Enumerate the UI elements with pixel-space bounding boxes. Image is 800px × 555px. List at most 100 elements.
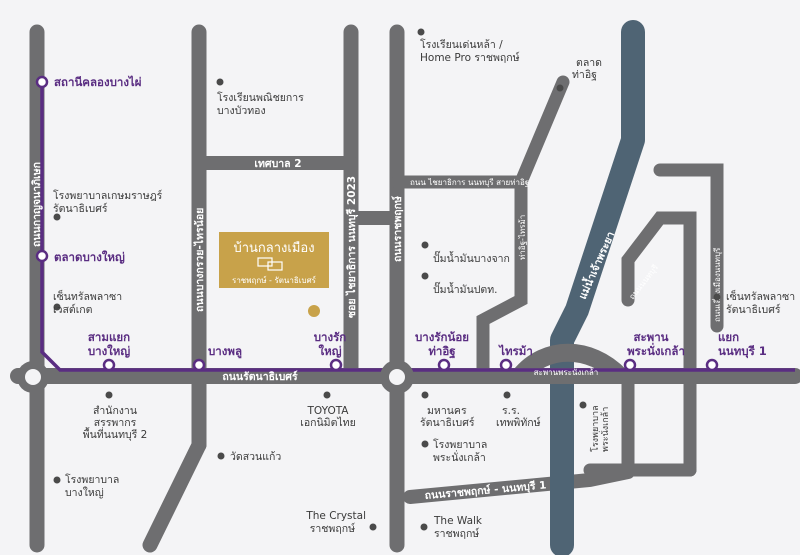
poi-kasem-1: โรงพยาบาลเกษมราษฎร์: [53, 189, 163, 202]
poi-dot-icon: [421, 391, 429, 399]
roundabout-west: [17, 361, 49, 393]
poi-dot-icon: [216, 78, 224, 86]
poi-central-ratta-1: เซ็นทรัลพลาซา: [726, 289, 795, 303]
poi-dot-icon: [556, 84, 564, 92]
poi-crystal-2: ราชพฤกษ์: [310, 522, 355, 535]
label-ratchaphruek: ถนนราชพฤกษ์: [391, 196, 404, 262]
label-kanchanaphisek: ถนนกาญจนาภิเษก: [31, 162, 43, 247]
label-bridge: สะพานพระนั่งเกล้า: [534, 366, 599, 377]
poi-pump-ptt: ปั๊มน้ำมันปตท.: [433, 281, 498, 296]
poi-dot-icon: [217, 452, 225, 460]
poi-hosp-phra-b-1: โรงพยาบาล: [433, 438, 487, 451]
project-marker: บ้านกลางเมือง ราชพฤกษ์ - รัตนาธิเบศร์: [219, 232, 329, 317]
station-bang-rak-yai-2: ใหญ่: [319, 344, 342, 358]
label-lang-mueang: ถนนเลี่ยงเมืองนนทบุรี: [711, 247, 722, 322]
poi-makro-2: รัตนาธิเบศร์: [420, 416, 475, 429]
poi-central-westgate-1: เซ็นทรัลพลาซา: [53, 289, 122, 303]
station-circle-icon: [499, 358, 513, 372]
stations: [35, 75, 719, 372]
poi-central-westgate-2: เวสต์เกต: [53, 303, 93, 316]
poi-crystal-1: The Crystal: [305, 510, 366, 522]
poi-hosp-bang-yai-2: บางใหญ่: [65, 486, 104, 499]
station-sai-ma: ไทรม้า: [497, 344, 533, 358]
poi-hosp-phra-2: พระนั่งเกล้า: [598, 407, 611, 452]
station-bang-rak-noi-1: บางรักน้อย: [415, 330, 469, 344]
poi-walk-1: The Walk: [433, 515, 483, 527]
label-soi-tha-it: ถนน ไชยาธิการ นนทบุรี สายท่าอิฐ: [410, 178, 529, 187]
road-diagonal-sw: [142, 437, 207, 553]
station-circle-icon: [623, 358, 637, 372]
poi-dot-icon: [421, 241, 429, 249]
station-khlong-bang-phai: สถานีคลองบางไผ่: [54, 75, 142, 89]
station-bang-rak-yai-1: บางรัก: [314, 330, 347, 344]
road-tha-it-diagonal: [514, 75, 570, 189]
poi-hosp-phra-b-2: พระนั่งเกล้า: [433, 450, 486, 464]
label-tha-it-sai-ma: ท่าอิฐ-ไทรม้า: [518, 215, 527, 260]
station-yaek-2: นนทบุรี 1: [718, 344, 767, 359]
poi-toyota-1: TOYOTA: [307, 405, 350, 417]
poi-revenue-2: สรรพากร: [94, 417, 137, 429]
poi-dot-icon: [421, 272, 429, 280]
poi-pump-bangchak: ปั๊มน้ำมันบางจาก: [433, 250, 510, 265]
station-saphan-1: สะพาน: [633, 330, 668, 344]
roads: [10, 24, 800, 553]
station-circle-icon: [35, 75, 49, 89]
project-logo-icon: [257, 257, 283, 271]
label-soi-2023: ซอย ไชยาธิการ นนทบุรี 2023: [345, 176, 359, 318]
station-bang-phlu: บางพลู: [208, 344, 242, 359]
station-circle-icon: [35, 249, 49, 263]
station-circle-icon: [102, 358, 116, 372]
poi-makro-1: มหานคร: [427, 405, 467, 417]
poi-dot-icon: [417, 28, 425, 36]
chao-phraya-river: [550, 20, 645, 555]
poi-hosp-bang-yai-1: โรงพยาบาล: [65, 473, 119, 486]
poi-revenue-3: พื้นที่นนทบุรี 2: [83, 427, 148, 441]
poi-dentla-1: โรงเรียนเด่นหล้า /: [420, 38, 503, 51]
project-name: บ้านกลางเมือง: [233, 240, 314, 256]
poi-thep-1: ร.ร.: [502, 405, 520, 417]
station-bang-rak-noi-2: ท่าอิฐ: [428, 344, 456, 359]
poi-phanit-2: บางบัวทอง: [217, 105, 266, 117]
station-sam-yaek-2: บางใหญ่: [88, 344, 131, 358]
station-saphan-2: พระนั่งเกล้า: [627, 342, 685, 358]
poi-dot-icon: [420, 523, 428, 531]
road-ratchaphruek-nonthaburi-1: [403, 465, 635, 504]
station-circle-icon: [705, 358, 719, 372]
road-lang-mueang: [653, 163, 724, 333]
station-sam-yaek-1: สามแยก: [88, 330, 130, 344]
station-circle-icon: [437, 358, 451, 372]
poi-talad-tha-it-2: ท่าอิฐ: [572, 69, 597, 81]
project-box: [219, 232, 329, 288]
poi-dot-icon: [503, 391, 511, 399]
poi-phanit-1: โรงเรียนพณิชยการ: [217, 91, 304, 104]
poi-hosp-phra-1: โรงพยาบาล: [590, 405, 601, 452]
poi-revenue-1: สำนักงาน: [93, 405, 137, 417]
road-nonthaburi-diag: [621, 211, 697, 477]
poi-dot-icon: [105, 391, 113, 399]
poi-toyota-2: เอกนิมิตไทย: [300, 416, 356, 429]
station-yaek-1: แยก: [718, 330, 739, 344]
poi-dot-icon: [369, 523, 377, 531]
poi-kasem-2: รัตนาธิเบศร์: [53, 202, 108, 215]
poi-thep-2: เทพพิทักษ์: [496, 416, 541, 429]
station-circle-icon: [329, 358, 343, 372]
poi-dots: [53, 28, 721, 531]
poi-dot-icon: [53, 303, 61, 311]
poi-talad-tha-it-1: ตลาด: [576, 57, 602, 69]
bridge-phra-nang-klao: [512, 343, 627, 383]
poi-dot-icon: [579, 401, 587, 409]
poi-dot-icon: [713, 293, 721, 301]
station-talad-bang-yai: ตลาดบางใหญ่: [54, 250, 125, 264]
poi-central-ratta-2: รัตนาธิเบศร์: [726, 303, 781, 316]
project-location-dot: [308, 305, 320, 317]
poi-wat-suan-kaew: วัดสวนแก้ว: [230, 451, 281, 463]
poi-walk-2: ราชพฤกษ์: [434, 527, 479, 540]
poi-dot-icon: [421, 440, 429, 448]
station-circle-icon: [192, 358, 206, 372]
purple-line: [40, 82, 795, 372]
poi-dentla-2: Home Pro ราชพฤกษ์: [420, 51, 520, 64]
poi-dot-icon: [323, 391, 331, 399]
roundabout-ratchaphruek: [380, 360, 414, 394]
poi-dot-icon: [53, 476, 61, 484]
